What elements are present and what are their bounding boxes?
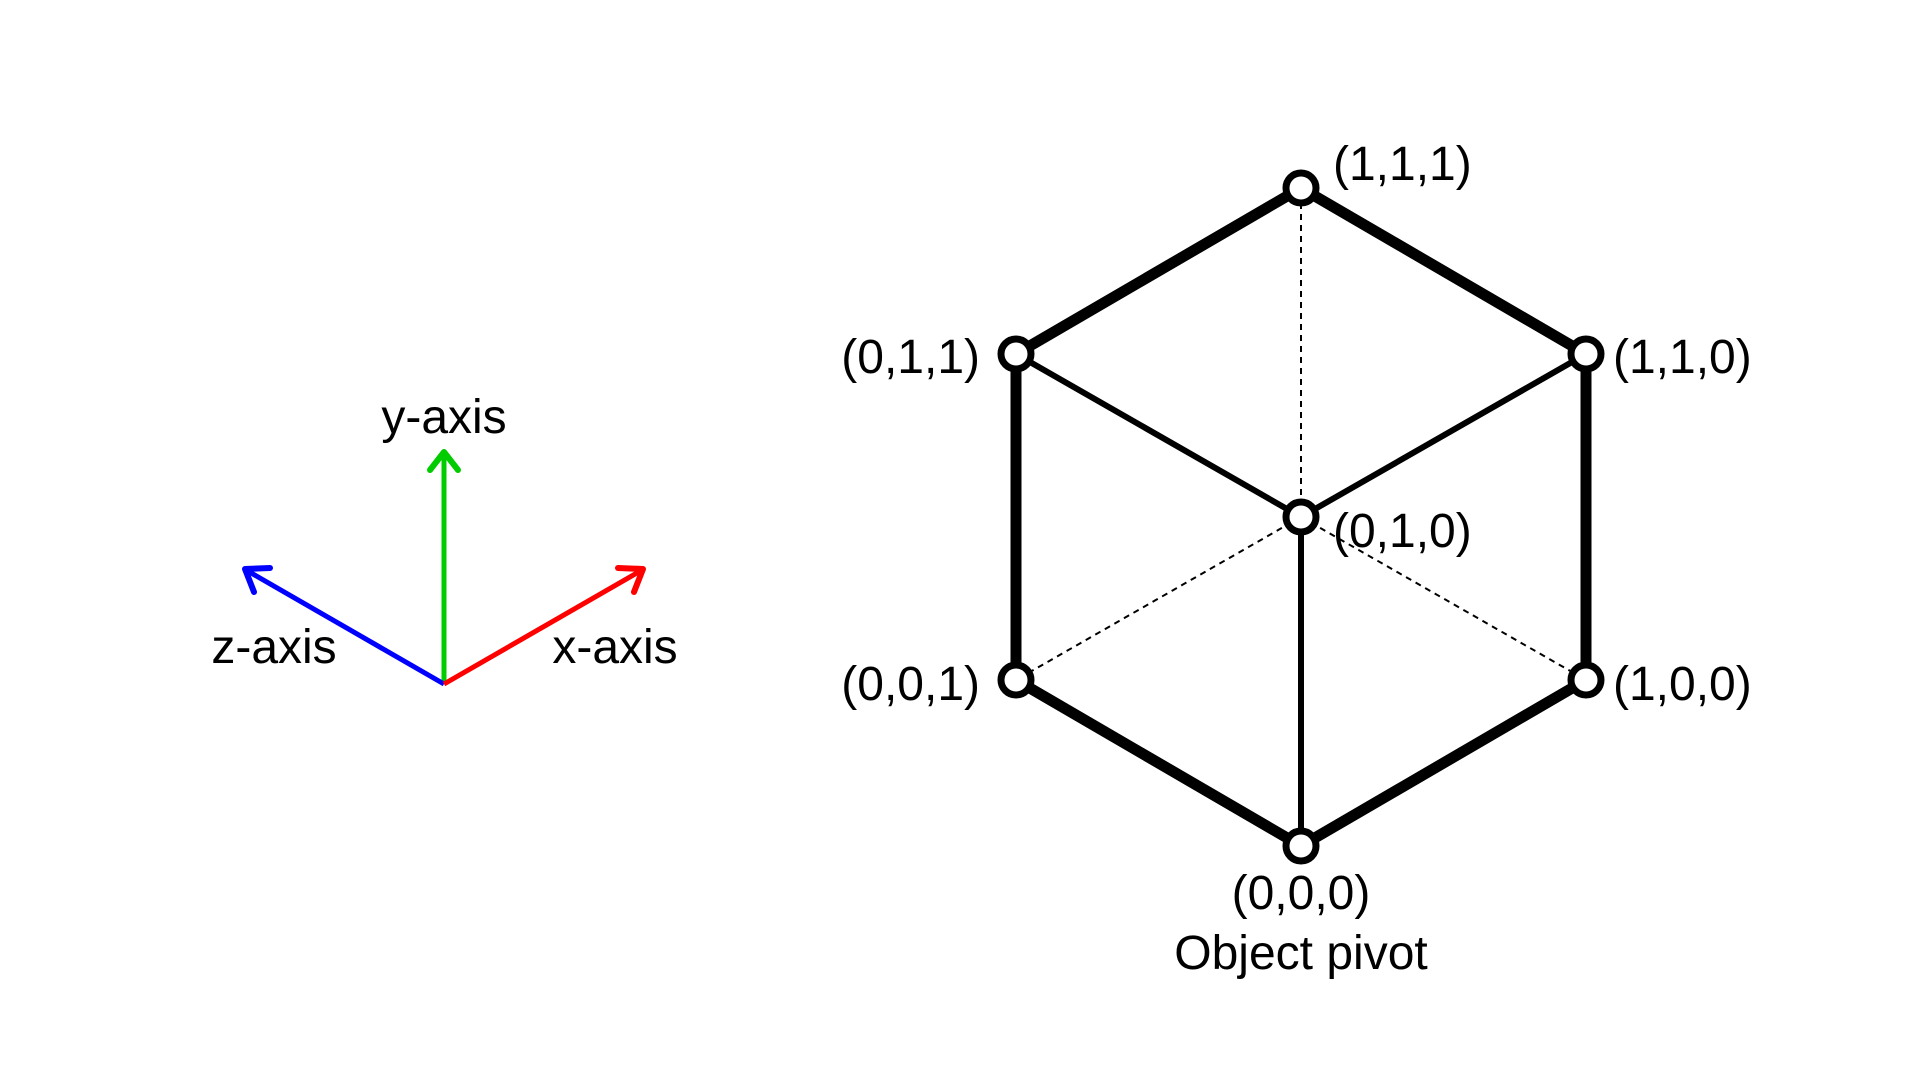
x-axis-arrowhead	[615, 565, 646, 595]
edge-110-010	[1298, 351, 1589, 520]
z-axis-label: z-axis	[211, 621, 336, 674]
vertex-001	[997, 661, 1035, 699]
y-axis-label: y-axis	[381, 391, 506, 444]
z-axis-arrowhead	[242, 565, 273, 595]
vertex-011	[997, 335, 1035, 373]
vertex-110	[1567, 335, 1605, 373]
edge-111-110	[1295, 182, 1592, 360]
vertex-label-100: (1,0,0)	[1613, 658, 1752, 711]
vertex-label-010: (0,1,0)	[1333, 505, 1472, 558]
edge-011-010	[1013, 351, 1304, 520]
z-axis-line	[244, 567, 446, 687]
edge-111-011	[1010, 182, 1307, 360]
vertex-label-111: (1,1,1)	[1333, 138, 1472, 191]
inner-edges	[1013, 351, 1589, 849]
vertex-000	[1282, 827, 1320, 865]
x-axis-line	[442, 567, 644, 687]
edge-100-000	[1295, 674, 1592, 852]
vertex-label-011: (0,1,1)	[841, 331, 980, 384]
vertex-label-110: (1,1,0)	[1613, 331, 1752, 384]
edge-001-000	[1010, 674, 1307, 852]
outer-edges	[1010, 182, 1592, 852]
y-axis-arrowhead	[427, 449, 461, 473]
vertex-100	[1567, 661, 1605, 699]
hidden-edge-010-001	[1015, 516, 1302, 681]
vertices	[997, 169, 1605, 865]
vertex-111	[1282, 169, 1320, 207]
cube: (1,1,1) (0,1,1) (1,1,0) (0,1,0) (0,0,1) …	[841, 138, 1751, 980]
x-axis-label: x-axis	[552, 621, 677, 674]
vertex-010	[1282, 498, 1320, 536]
vertex-label-001: (0,0,1)	[841, 658, 980, 711]
axis-gizmo: y-axis z-axis x-axis	[211, 391, 678, 687]
vertex-label-000: (0,0,0)	[1232, 867, 1371, 920]
pivot-label: Object pivot	[1174, 927, 1427, 980]
